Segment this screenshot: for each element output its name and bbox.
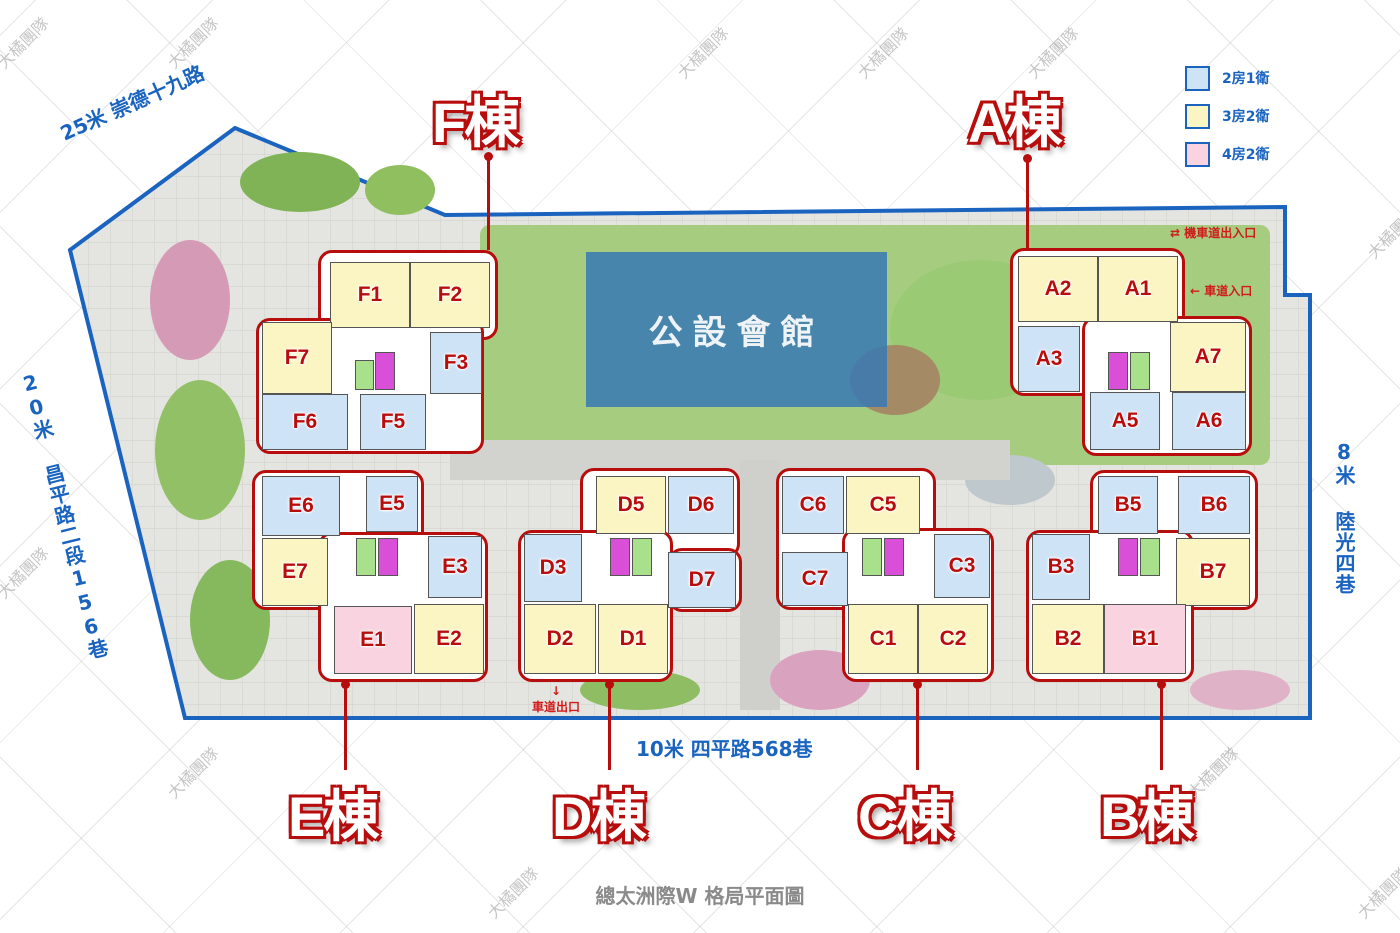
unit-e1[interactable]: E1 [334,606,412,674]
building-d-label: D棟 [550,784,647,850]
unit-e6[interactable]: E6 [262,476,340,536]
legend-item-2br: 2房1衛 [1185,65,1269,91]
unit-c1[interactable]: C1 [848,604,918,674]
unit-a6[interactable]: A6 [1172,392,1246,450]
elevator [610,538,630,576]
building-a-label: A棟 [966,90,1063,156]
staircase [355,360,374,390]
unit-b5[interactable]: B5 [1098,476,1158,534]
arrow-down-icon: ↓ [550,684,562,698]
unit-f6[interactable]: F6 [262,394,348,450]
unit-b6[interactable]: B6 [1178,476,1250,534]
legend: 2房1衛 3房2衛 4房2衛 [1185,65,1269,180]
unit-c3[interactable]: C3 [934,534,990,598]
unit-e3[interactable]: E3 [428,536,482,598]
elevator [378,538,398,576]
unit-c6[interactable]: C6 [782,476,844,534]
scooter-entrance-sign: ⇄ 機車道出入口 [1170,226,1257,240]
unit-c5[interactable]: C5 [846,476,920,534]
elevator [375,352,395,390]
page-title: 總太洲際W 格局平面圖 [595,884,805,908]
unit-d3[interactable]: D3 [524,534,582,602]
building-f-pin [484,152,493,250]
staircase [1130,352,1150,390]
unit-d1[interactable]: D1 [598,604,668,674]
arrow-left-icon: ← [1190,284,1205,298]
clubhouse: 公設會館 [586,252,887,407]
legend-item-4br: 4房2衛 [1185,141,1269,167]
swatch-2br [1185,65,1210,91]
unit-b2[interactable]: B2 [1032,604,1104,674]
building-b-label: B棟 [1098,784,1195,850]
building-c-label: C棟 [856,784,953,850]
legend-item-3br: 3房2衛 [1185,103,1269,129]
unit-a3[interactable]: A3 [1018,326,1080,392]
unit-f2[interactable]: F2 [410,262,490,328]
unit-d2[interactable]: D2 [524,604,596,674]
elevator [1108,352,1128,390]
building-b-pin [1157,680,1166,770]
road-south-label: 10米 四平路568巷 [636,737,813,761]
unit-e5[interactable]: E5 [366,476,418,532]
building-d-pin [605,680,614,770]
unit-a1[interactable]: A1 [1098,256,1178,322]
unit-b3[interactable]: B3 [1032,534,1090,600]
road-east-label: 8米 陸光四巷 [1332,440,1356,595]
two-way-arrow-icon: ⇄ [1170,226,1185,240]
car-exit-sign: ↓車道出口 [532,684,581,714]
building-c-pin [913,680,922,770]
unit-a2[interactable]: A2 [1018,256,1098,322]
unit-d6[interactable]: D6 [668,476,734,534]
unit-f7[interactable]: F7 [262,322,332,394]
unit-d7[interactable]: D7 [668,552,736,608]
building-f-label: F棟 [430,90,521,156]
unit-d5[interactable]: D5 [596,476,666,534]
unit-f1[interactable]: F1 [330,262,410,328]
building-e-label: E棟 [286,784,380,850]
staircase [1140,538,1160,576]
clubhouse-label: 公設會館 [648,313,825,353]
unit-e2[interactable]: E2 [414,604,484,674]
unit-a5[interactable]: A5 [1090,392,1160,450]
swatch-3br [1185,103,1210,129]
unit-e7[interactable]: E7 [262,538,328,606]
staircase [356,538,376,576]
unit-b7[interactable]: B7 [1176,538,1250,606]
swatch-4br [1185,141,1210,167]
elevator [1118,538,1138,576]
staircase [862,538,882,576]
unit-a7[interactable]: A7 [1170,322,1246,392]
unit-c2[interactable]: C2 [918,604,988,674]
unit-f5[interactable]: F5 [360,394,426,450]
unit-b1[interactable]: B1 [1104,604,1186,674]
unit-f3[interactable]: F3 [430,332,482,394]
staircase [632,538,652,576]
building-e-pin [341,680,350,770]
car-entrance-sign: ← 車道入口 [1190,284,1253,298]
building-a-pin [1023,154,1032,248]
elevator [884,538,904,576]
unit-c7[interactable]: C7 [782,552,848,606]
